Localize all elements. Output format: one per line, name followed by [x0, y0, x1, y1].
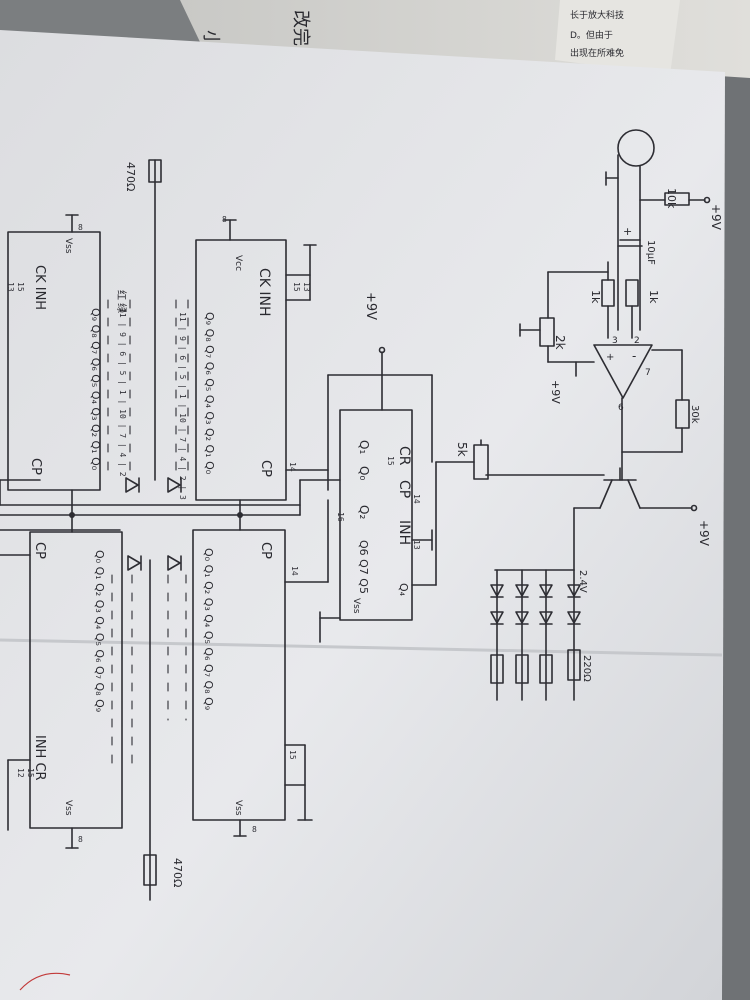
ic-left-top-outputs: Q₉ Q₈ Q₇ Q₆ Q₅ Q₄ Q₃ Q₂ Q₁ Q₀ [89, 308, 102, 471]
ic-left-bottom-cp: CP [32, 542, 47, 559]
book-text-2: D。但由于 [570, 29, 613, 41]
led-resistor-label: 220Ω [581, 655, 592, 682]
ic-lower-center-vss: Vss [233, 800, 243, 816]
red-pen-mark [19, 972, 71, 991]
opamp-symbol [593, 344, 653, 399]
center-ic-q0: Q₀ [357, 466, 371, 480]
pot-2k-label: 2k [553, 335, 567, 350]
ic-upper-pin13: 13 [302, 282, 311, 292]
center-ic-q2: Q₂ [357, 505, 371, 519]
book-text-3: 出现在所难免 [570, 47, 624, 59]
diode-column-4 [490, 569, 504, 701]
diode-column-3 [515, 569, 529, 701]
cap-label: 10μF [645, 240, 656, 265]
r1k-a-label: 1k [589, 290, 602, 304]
paper-sheet [0, 30, 725, 1000]
ic-left-bottom: CP Q₀ Q₁ Q₂ Q₃ Q₄ Q₅ Q₆ Q₇ Q₈ Q₉ INH CR … [0, 531, 123, 849]
cap-plus-label: + [623, 225, 632, 238]
ic-left-bottom-body [29, 531, 123, 829]
ic-upper-vcc: Vcc [233, 255, 243, 271]
ic-left-bottom-title: INH CR [32, 735, 47, 781]
zener-label: 2.4V [577, 570, 588, 593]
ic-lower-center-body [192, 529, 286, 821]
opamp-pin6: 6 [618, 403, 624, 413]
r470-top-label: 470Ω [124, 162, 137, 191]
vcc-transistor-label: +9V [697, 520, 711, 547]
resistor-top-label: 10k [665, 188, 678, 209]
ic-upper-cp: CP [258, 460, 273, 477]
vcc-amp-label: +9V [549, 380, 562, 404]
center-ic-q1: Q₁ [357, 440, 371, 454]
center-ic-cp: CP [396, 480, 412, 498]
center-ic-pin16: 16 [336, 512, 345, 522]
trimmer-label: 5k [455, 442, 469, 457]
ic-left-top-cp: CP [28, 458, 43, 475]
ic-left-top-vss: Vss [63, 238, 73, 254]
center-ic: CR CP INH Q₁ Q₀ Q₂ Q6 Q7 Q5 Q₄ Vss 15 14… [319, 292, 437, 643]
opamp-minus: - [632, 349, 636, 363]
vcc-counter-label: +9V [363, 292, 378, 320]
opamp-pin3: 3 [612, 336, 618, 346]
resistor-top [664, 192, 690, 206]
ic-upper-pins: 11 | 9 | 6 | 5 | 1 | 10 | 7 | 4 | 2 | 3 [178, 312, 187, 500]
ic-left-bottom-vss: Vss [63, 800, 73, 816]
opamp-pin7: 7 [645, 368, 651, 378]
r1k-b-label: 1k [647, 290, 660, 304]
ic-left-top-pin8: 8 [78, 223, 83, 232]
r30k-label: 30k [689, 405, 700, 424]
diode-column-1 [567, 569, 581, 701]
center-ic-body [339, 409, 413, 621]
center-ic-pin13: 13 [412, 540, 421, 550]
center-ic-q675: Q6 Q7 Q5 [357, 540, 370, 594]
ic-upper: CK INH CP Q₉ Q₈ Q₇ Q₆ Q₅ Q₄ Q₃ Q₂ Q₁ Q₀ … [178, 215, 329, 501]
ic-upper-pin15: 15 [292, 282, 301, 292]
output-led-rows [107, 299, 189, 771]
ic-lower-center-pin8: 8 [252, 825, 257, 834]
ic-left-top-pin13: 13 [6, 282, 15, 292]
center-ic-vss: Vss [351, 598, 361, 614]
led-note: 红 绿 [115, 290, 128, 313]
ic-left-bottom-pin8: 8 [78, 835, 83, 844]
ic-upper-body [195, 239, 287, 501]
ic-lower-center-pin15: 15 [288, 750, 297, 760]
opamp-pin2: 2 [634, 336, 640, 346]
ic-lower-center-outputs: Q₀ Q₁ Q₂ Q₃ Q₄ Q₅ Q₆ Q₇ Q₈ Q₉ [202, 548, 215, 710]
ic-lower-center: CP Q₀ Q₁ Q₂ Q₃ Q₄ Q₅ Q₆ Q₇ Q₈ Q₉ Vss 8 1… [192, 499, 329, 837]
wiring: 470Ω 470Ω 红 绿 [0, 159, 341, 901]
paper-fold [0, 638, 723, 657]
vcc-top-label: +9V [709, 204, 723, 231]
ic-lower-center-cp: CP [258, 542, 273, 559]
center-ic-q4: Q₄ [397, 583, 410, 597]
opamp-plus: + [606, 352, 614, 363]
ic-left-bottom-outputs: Q₀ Q₁ Q₂ Q₃ Q₄ Q₅ Q₆ Q₇ Q₈ Q₉ [93, 550, 106, 712]
ic-left-top-pins: 11 | 9 | 6 | 5 | 1 | 10 | 7 | 4 | 2 [118, 308, 127, 477]
book-text-1: 长于放大科技 [570, 9, 624, 21]
led-branch: 2.4V 220Ω [490, 569, 592, 701]
ic-left-bottom-pin15: 15 [26, 768, 35, 778]
ic-left-top-pin15: 15 [16, 282, 25, 292]
center-ic-pin14: 14 [412, 494, 421, 504]
center-ic-cr: CR [396, 446, 412, 466]
diode-column-2 [539, 569, 553, 701]
ic-lower-center-pin14: 14 [290, 566, 299, 576]
ic-left-bottom-pin12: 12 [16, 768, 25, 778]
book-margin-note-2: 改完 [290, 10, 311, 46]
ic-left-top: CK INH CP Q₉ Q₈ Q₇ Q₆ Q₅ Q₄ Q₃ Q₂ Q₁ Q₀ … [0, 214, 127, 506]
r470-bottom-label: 470Ω [171, 858, 184, 887]
ic-upper-outputs: Q₉ Q₈ Q₇ Q₆ Q₅ Q₄ Q₃ Q₂ Q₁ Q₀ [203, 312, 216, 475]
ic-upper-pin14: 14 [288, 462, 297, 472]
ic-left-top-body [7, 231, 101, 491]
center-ic-pin15: 15 [386, 456, 395, 466]
pot-2k [539, 317, 555, 347]
ic-upper-title: CK INH [256, 268, 272, 317]
center-ic-inh: INH [396, 520, 412, 545]
amplifier-section: 10k +9V + 10μF 1k 1k 2k 3 2 6 7 + - +9V [435, 129, 723, 571]
microphone-icon [617, 129, 655, 167]
ic-left-top-title: CK INH [32, 265, 47, 310]
